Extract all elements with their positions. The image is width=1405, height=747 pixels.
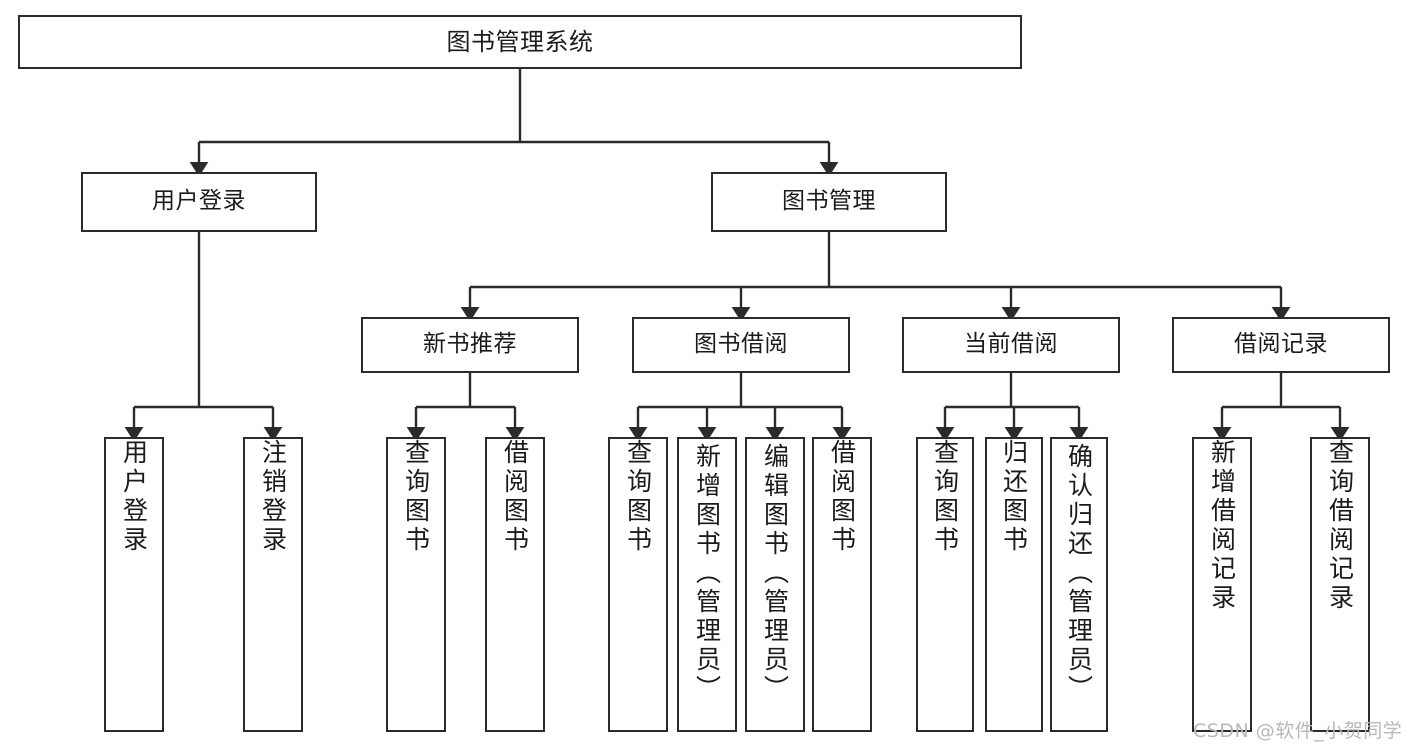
node-label: 归还图书: [999, 439, 1029, 555]
node-label: 查询图书: [930, 439, 960, 555]
node-label: 新书推荐: [423, 331, 517, 358]
node-label: 新增图书（管理员）: [692, 443, 722, 704]
node-leaf-newrec-1[interactable]: 查询图书: [386, 437, 446, 732]
node-label: 新增借阅记录: [1207, 439, 1237, 613]
node-leaf-borrow-4[interactable]: 借阅图书: [812, 437, 872, 732]
watermark-text: CSDN @软件_小贺同学: [1193, 720, 1403, 742]
node-label: 用户登录: [152, 188, 246, 215]
node-label: 查询图书: [623, 439, 653, 555]
node-leaf-records-1[interactable]: 新增借阅记录: [1192, 437, 1252, 732]
node-leaf-current-3[interactable]: 确认归还（管理员）: [1050, 437, 1108, 732]
node-label: 图书借阅: [694, 331, 788, 358]
node-label: 编辑图书（管理员）: [760, 443, 790, 704]
node-leaf-newrec-2[interactable]: 借阅图书: [485, 437, 545, 732]
node-leaf-records-2[interactable]: 查询借阅记录: [1310, 437, 1370, 732]
node-records[interactable]: 借阅记录: [1172, 317, 1390, 373]
node-label: 查询图书: [401, 439, 431, 555]
node-label: 查询借阅记录: [1325, 439, 1355, 613]
node-label: 借阅图书: [827, 439, 857, 555]
node-label: 图书管理: [782, 188, 876, 215]
node-label: 借阅记录: [1234, 331, 1328, 358]
node-root[interactable]: 图书管理系统: [18, 15, 1022, 69]
node-label: 当前借阅: [964, 331, 1058, 358]
node-leaf-current-2[interactable]: 归还图书: [985, 437, 1043, 732]
node-label: 用户登录: [119, 439, 149, 555]
node-label: 确认归还（管理员）: [1064, 443, 1094, 704]
node-newrec[interactable]: 新书推荐: [361, 317, 579, 373]
node-login[interactable]: 用户登录: [81, 172, 317, 232]
node-label: 图书管理系统: [446, 27, 594, 56]
node-leaf-login-2[interactable]: 注销登录: [243, 437, 303, 732]
node-leaf-borrow-1[interactable]: 查询图书: [608, 437, 668, 732]
node-leaf-borrow-2[interactable]: 新增图书（管理员）: [677, 437, 737, 732]
node-current[interactable]: 当前借阅: [902, 317, 1120, 373]
node-leaf-login-1[interactable]: 用户登录: [104, 437, 164, 732]
node-label: 借阅图书: [500, 439, 530, 555]
node-borrow[interactable]: 图书借阅: [632, 317, 850, 373]
node-leaf-borrow-3[interactable]: 编辑图书（管理员）: [745, 437, 805, 732]
node-leaf-current-1[interactable]: 查询图书: [916, 437, 974, 732]
node-label: 注销登录: [258, 439, 288, 555]
node-bookmgmt[interactable]: 图书管理: [711, 172, 947, 232]
